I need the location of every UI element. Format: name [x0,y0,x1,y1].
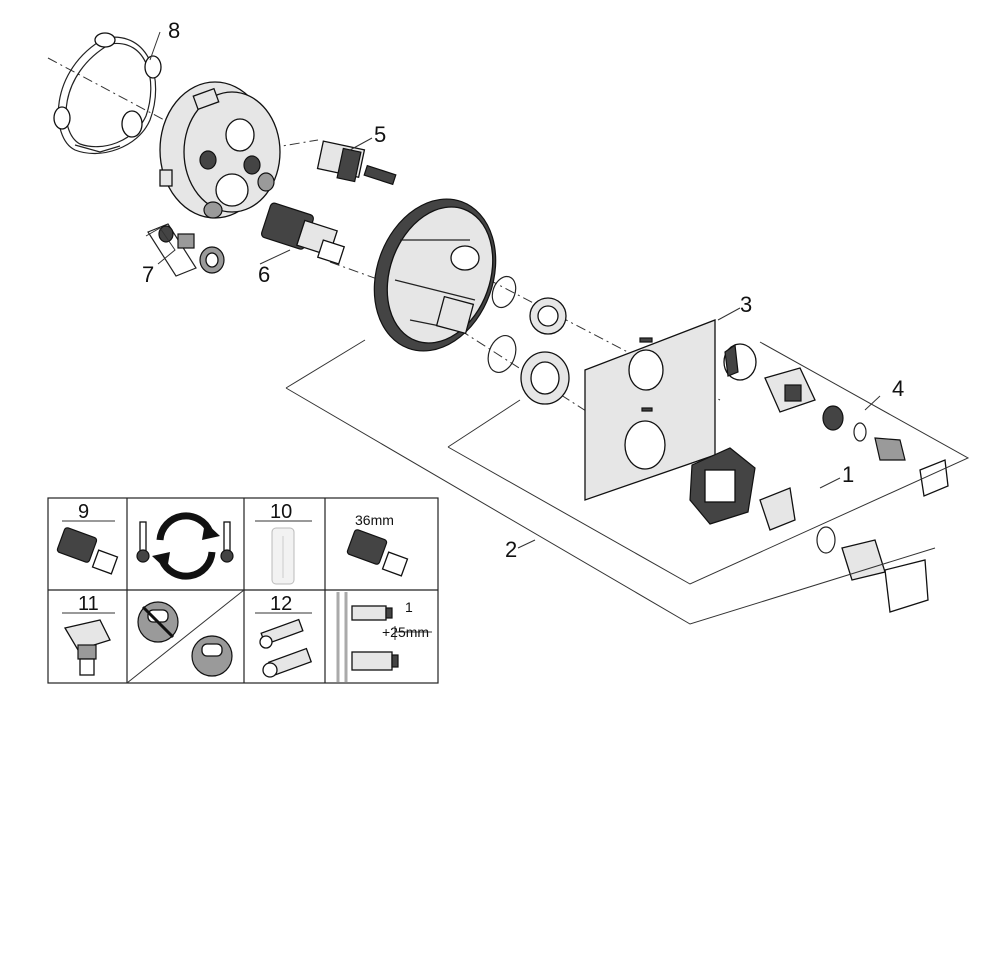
lever-icon [191,635,233,677]
legend-cell-12-number: 12 [270,593,292,615]
plug-fittings-part [147,223,225,277]
cover-plate-part [584,319,716,501]
no-lever-icon [137,601,179,643]
cartridge-small-part [316,140,397,186]
wall-extension-icon [336,592,432,682]
cartridge-large-part [260,202,346,265]
legend-table: 9 10 36mm [47,497,439,684]
lower-handle-assembly-part [689,447,929,613]
callout-6: 6 [258,262,270,287]
callout-labels: 8 5 6 7 3 4 1 2 [142,18,904,562]
cartridge-spanner-icon [346,529,409,577]
callout-7: 7 [142,262,154,287]
thermometer-hot-icon [220,521,234,563]
mounting-plate-part [373,198,497,352]
spanner-size-label: 36mm [355,512,394,528]
extension-set-icon [259,618,313,678]
callout-lines [145,31,970,625]
thermometer-cold-icon [136,521,150,563]
legend-cell-9-number: 9 [78,501,89,523]
mounting-ring-part [53,32,162,155]
extension-length-label: +25mm [382,624,429,640]
cartridge-icon [56,527,119,575]
callout-8: 8 [168,18,180,43]
callout-4: 4 [892,376,904,401]
o-rings-part [487,275,570,405]
legend-cell-11-number: 11 [78,593,99,615]
callout-3: 3 [740,292,752,317]
callout-1: 1 [842,462,854,487]
extension-step-label: 1 [405,599,413,615]
rotate-arrows-icon [152,512,220,580]
extension-sleeve-icon [271,527,295,585]
upper-handle-assembly-part [723,343,949,497]
callout-2: 2 [505,537,517,562]
legend-cell-10-number: 10 [270,501,292,523]
callout-5: 5 [374,122,386,147]
valve-housing-part [159,81,281,219]
valve-cap-icon [63,619,111,676]
